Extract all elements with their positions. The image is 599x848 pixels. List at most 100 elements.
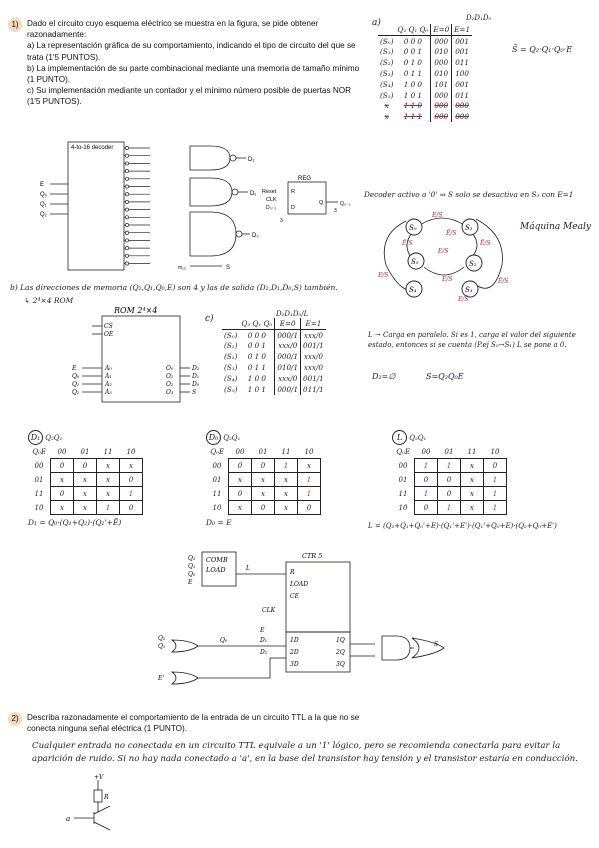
kmap-cell: x — [119, 458, 143, 473]
decoder-output-bubble — [125, 223, 129, 227]
counter-pin-label: 2D — [289, 649, 299, 656]
out-s: S — [226, 265, 230, 271]
out-d2: D₂ — [248, 157, 255, 163]
kmap-cell: x — [96, 458, 120, 473]
answer-c-table-cell: xxx/0 — [274, 372, 301, 384]
counter-pin-label: 3D — [290, 661, 299, 668]
rom-output-label: D₁ — [191, 373, 199, 380]
kmap-cell: x — [274, 486, 298, 501]
answer-b-size: ↳ 2⁴×4 ROM — [24, 296, 74, 305]
kmap-row-header: 00 — [34, 461, 44, 470]
question-item-b: b) La implementación de su parte combina… — [27, 63, 360, 85]
kmap-side-label: Q₀E — [32, 447, 47, 456]
answer-a-table-cell: 101 — [430, 78, 452, 90]
answer-a-table-cell: 1 0 0 — [403, 79, 423, 89]
transition-label: E/S — [441, 276, 453, 283]
answer-a-table-cell: 001 — [451, 46, 473, 58]
answer-c-table-cell: 000/1 — [274, 351, 301, 363]
answer-c-table-cell: 0 0 0 — [247, 330, 267, 340]
rom-input-label: E — [71, 365, 77, 372]
answer-a-table-cell: (S₁) — [380, 47, 394, 57]
answer-c-table-cell: 1 0 0 — [247, 373, 267, 383]
answer-a-table-cell: 0 1 1 — [403, 69, 423, 79]
vcc-label: +V — [94, 774, 104, 781]
rom-output-pin: O₀ — [166, 365, 174, 372]
kmap-cell: x — [73, 472, 97, 487]
state-circle — [407, 252, 425, 270]
answer-a-table-cell: 000 — [451, 100, 473, 112]
answer-c-table-cell: xxx/0 — [274, 340, 301, 352]
answer-c-table-cell: 011/1 — [300, 383, 326, 395]
rom-output-pin: O₁ — [166, 373, 173, 380]
kmap-col-header: 10 — [304, 447, 314, 456]
comb-input-label: Q₂ — [188, 555, 196, 562]
transition-label: E/S̄ — [457, 296, 469, 303]
counter-pin-label: 1Q — [336, 637, 345, 644]
kmap-cell: x — [251, 486, 275, 501]
reg-din: D₀₋₂ — [266, 205, 276, 211]
signal-label: Q₂ — [158, 635, 166, 642]
input-label: a — [66, 815, 70, 823]
answer-c-table-cell: 001/1 — [300, 340, 326, 352]
state-label: S₂ — [469, 260, 477, 268]
state-label: S₀ — [409, 224, 417, 232]
transistor-sketch: +V R a — [66, 774, 111, 831]
answer-c-table-cell: (S₄) — [224, 373, 238, 383]
answer-c-table-cell: 000/1 — [274, 383, 301, 395]
question-1: 1)Dado el circuito cuyo esquema eléctric… — [8, 18, 368, 108]
counter-pin-label: 2Q — [335, 649, 345, 656]
reg-qout: Q₀₋₂ — [340, 201, 351, 207]
answer-c-table-cell: (S₂) — [224, 352, 238, 362]
decoder-output-bubble — [125, 184, 129, 189]
answer-c-group: D₂D₁D₀/L — [276, 310, 309, 318]
kmap-row-header: 01 — [212, 475, 222, 484]
answer-a-table-cell: 001 — [451, 78, 473, 90]
kmap-col-header: 01 — [258, 447, 268, 456]
reg-bus-in: 3 — [280, 218, 283, 224]
kmap-d1-eq: D₁ = Q₀·(Q₁+Q₂)·(Q₁'+Ē) — [28, 518, 122, 527]
answer-a-table-cell: 000 — [430, 111, 452, 123]
kmap-cell: x — [228, 500, 252, 515]
answer-a-group: D₂D₁D₀ — [466, 14, 492, 22]
kmap-cell: 0 — [228, 458, 252, 473]
kmap-cell: x — [50, 500, 74, 515]
kmap-cell: 0 — [251, 500, 275, 515]
answer-a-table-cell: 010 — [430, 68, 452, 79]
question-2: 2)Describa razonadamente el comportamien… — [8, 712, 388, 734]
kmap-d0-corner: Q₂Q₁ — [223, 434, 241, 442]
answer-c-label: c) — [205, 314, 214, 324]
kmap-cell: 1 — [437, 500, 461, 515]
state-circle — [461, 218, 479, 236]
kmap-cell: x — [460, 458, 484, 473]
kmap-cell: 0 — [483, 458, 507, 473]
answer-a-table-cell: x — [384, 101, 389, 111]
decoder-output-bubble — [125, 161, 129, 166]
decoder-note: Decoder activo a '0' ⇒ S solo se desacti… — [364, 190, 574, 199]
answer-a-label: a) — [372, 18, 381, 28]
decoder-output-bubble — [125, 199, 129, 204]
decoder-in-e: E — [40, 182, 44, 188]
kmap-col-header: 11 — [103, 447, 113, 456]
reg-clk: CLK — [266, 197, 277, 203]
kmap-cell: 0 — [50, 486, 74, 501]
counter-pin-label: CE — [290, 593, 300, 600]
kmap-col-header: 01 — [444, 447, 454, 456]
counter-pin-label: LOAD — [289, 581, 308, 588]
